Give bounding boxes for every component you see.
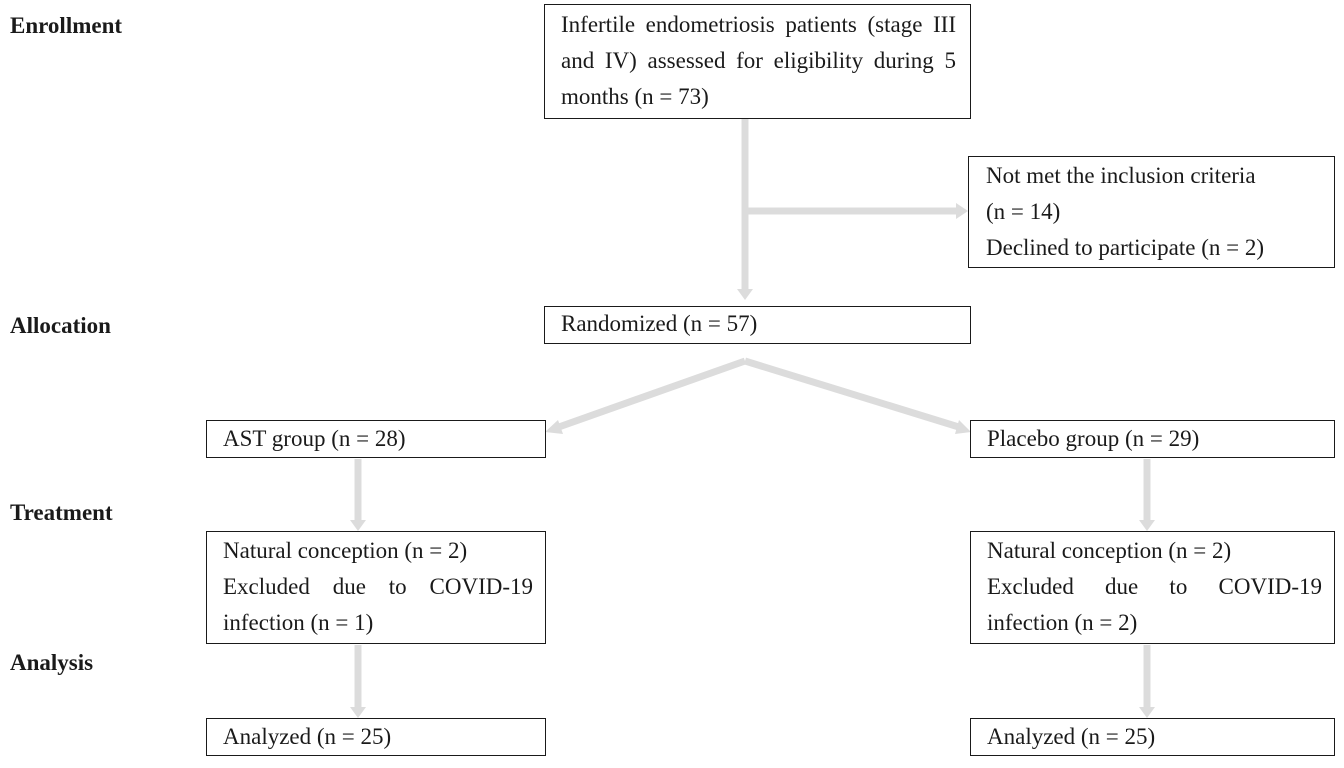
ast-treatment-box: Natural conception (n = 2) Excluded due … [206, 531, 546, 644]
excluded-line-1: Not met the inclusion criteria [986, 163, 1256, 188]
stage-label-treatment: Treatment [10, 500, 113, 525]
arrowhead-placebo [955, 420, 971, 434]
ast-group-box: AST group (n = 28) [206, 420, 546, 458]
randomized-text: Randomized (n = 57) [561, 311, 758, 336]
ast-group-text: AST group (n = 28) [223, 426, 406, 451]
eligibility-text: Infertile endometriosis patients (stage … [561, 12, 956, 109]
excluded-line-2: (n = 14) [986, 199, 1061, 224]
arrow-randomized-to-ast [554, 357, 747, 432]
stage-label-analysis: Analysis [10, 650, 94, 675]
arrowhead-excluded [956, 203, 968, 219]
randomized-box: Randomized (n = 57) [544, 306, 971, 344]
arrowhead-ast-analyzed [350, 707, 366, 718]
arrowhead-placebo-analyzed [1139, 707, 1155, 718]
ast-analyzed-box: Analyzed (n = 25) [206, 718, 546, 756]
stage-label-allocation: Allocation [10, 313, 111, 338]
placebo-group-text: Placebo group (n = 29) [987, 426, 1200, 451]
ast-treatment-line-2: Excluded due to COVID-19 infection (n = … [223, 574, 533, 635]
arrowhead-placebo-treatment [1139, 520, 1155, 531]
stage-label-enrollment: Enrollment [10, 13, 123, 38]
excluded-line-3: Declined to participate (n = 2) [986, 235, 1264, 260]
eligibility-box: Infertile endometriosis patients (stage … [544, 4, 971, 119]
placebo-treatment-box: Natural conception (n = 2) Excluded due … [970, 531, 1335, 644]
arrow-randomized-to-placebo [743, 357, 964, 432]
placebo-treatment-line-2: Excluded due to COVID-19 infection (n = … [987, 574, 1322, 635]
placebo-treatment-line-1: Natural conception (n = 2) [987, 538, 1232, 563]
excluded-box: Not met the inclusion criteria (n = 14) … [968, 156, 1335, 268]
placebo-analyzed-text: Analyzed (n = 25) [987, 724, 1156, 749]
arrowhead-ast-treatment [350, 520, 366, 531]
arrowhead-ast [545, 420, 563, 434]
placebo-analyzed-box: Analyzed (n = 25) [970, 718, 1335, 756]
ast-treatment-line-1: Natural conception (n = 2) [223, 538, 468, 563]
ast-analyzed-text: Analyzed (n = 25) [223, 724, 392, 749]
placebo-group-box: Placebo group (n = 29) [970, 420, 1335, 458]
arrowhead-randomized [737, 289, 753, 300]
